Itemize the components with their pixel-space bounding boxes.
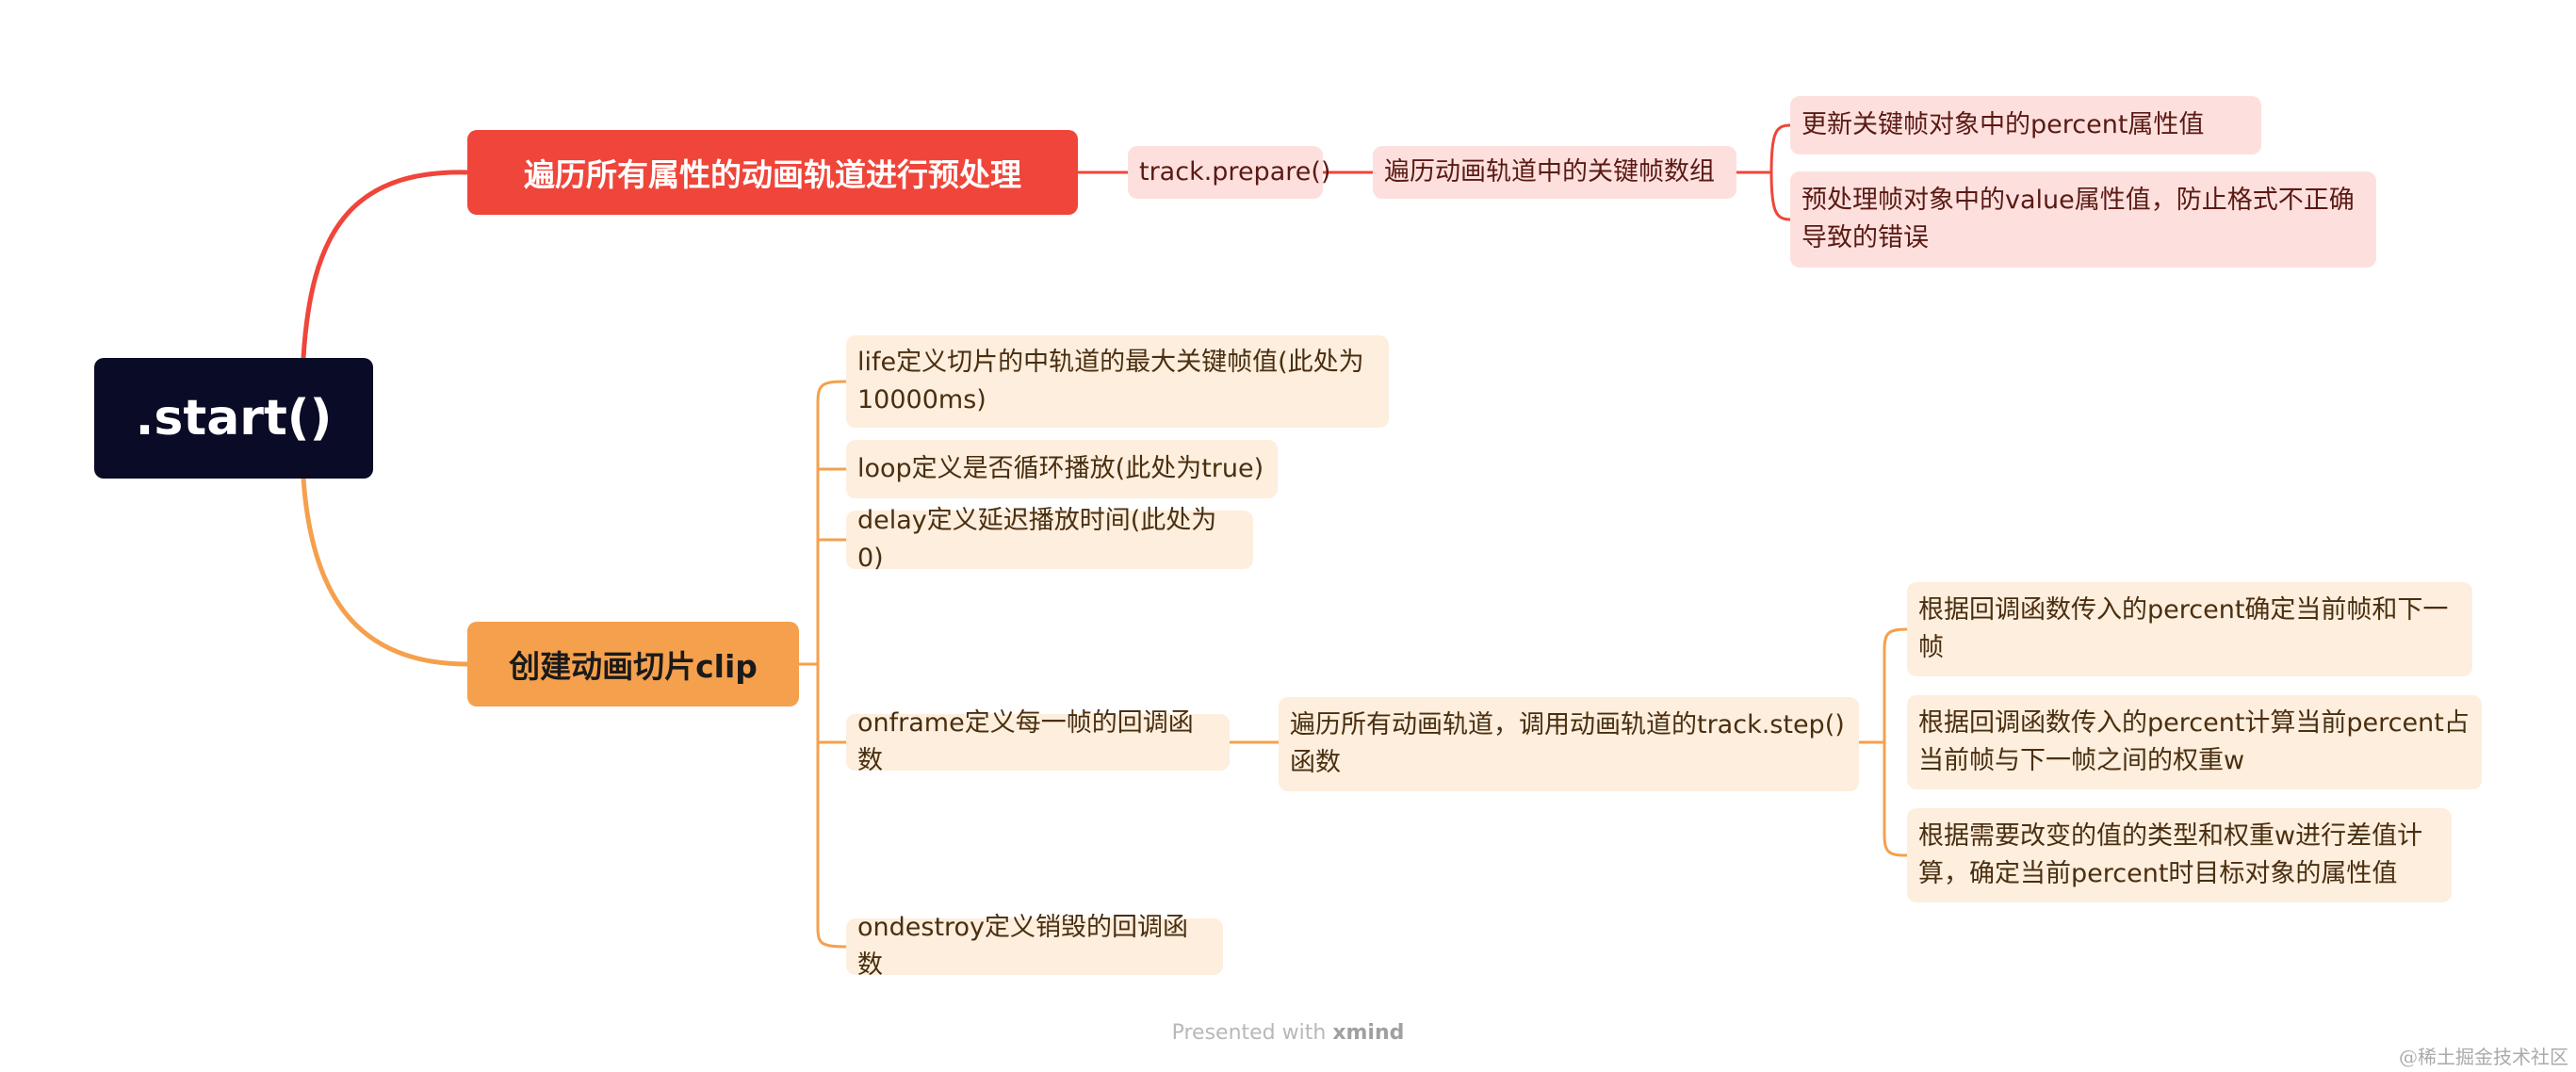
- root-node[interactable]: .start(): [94, 358, 373, 479]
- topic-delay-label: delay定义延迟播放时间(此处为0): [857, 506, 1217, 573]
- branch-preprocess-label: 遍历所有属性的动画轨道进行预处理: [524, 156, 1021, 193]
- topic-determine-frames[interactable]: 根据回调函数传入的percent确定当前帧和下一帧: [1907, 582, 2472, 676]
- presented-with-footer: Presented with xmind: [0, 1021, 2576, 1045]
- topic-compute-weight[interactable]: 根据回调函数传入的percent计算当前percent占当前帧与下一帧之间的权重…: [1907, 695, 2482, 789]
- topic-onframe[interactable]: onframe定义每一帧的回调函数: [846, 708, 1230, 775]
- topic-interpolate-label: 根据需要改变的值的类型和权重w进行差值计算，确定当前percent时目标对象的属…: [1918, 821, 2423, 888]
- topic-compute-weight-label: 根据回调函数传入的percent计算当前percent占当前帧与下一帧之间的权重…: [1918, 708, 2470, 775]
- topic-interpolate[interactable]: 根据需要改变的值的类型和权重w进行差值计算，确定当前percent时目标对象的属…: [1907, 808, 2452, 902]
- topic-delay[interactable]: delay定义延迟播放时间(此处为0): [846, 506, 1253, 573]
- topic-track-prepare[interactable]: track.prepare(): [1128, 146, 1330, 199]
- branch-preprocess[interactable]: 遍历所有属性的动画轨道进行预处理: [467, 130, 1078, 215]
- topic-iterate-keyframes-label: 遍历动画轨道中的关键帧数组: [1384, 157, 1715, 187]
- topic-iterate-tracks-step[interactable]: 遍历所有动画轨道，调用动画轨道的track.step()函数: [1279, 697, 1859, 791]
- branch-create-clip-label: 创建动画切片clip: [509, 648, 758, 685]
- footer-prefix: Presented with: [1171, 1021, 1327, 1045]
- topic-loop[interactable]: loop定义是否循环播放(此处为true): [846, 440, 1278, 498]
- topic-preprocess-value-label: 预处理帧对象中的value属性值，防止格式不正确导致的错误: [1802, 186, 2355, 252]
- topic-preprocess-value[interactable]: 预处理帧对象中的value属性值，防止格式不正确导致的错误: [1790, 171, 2376, 268]
- watermark: @稀土掘金技术社区: [2399, 1046, 2568, 1068]
- topic-update-percent-label: 更新关键帧对象中的percent属性值: [1802, 110, 2205, 139]
- topic-iterate-keyframes[interactable]: 遍历动画轨道中的关键帧数组: [1373, 146, 1736, 199]
- topic-ondestroy[interactable]: ondestroy定义销毁的回调函数: [846, 913, 1223, 980]
- topic-life[interactable]: life定义切片的中轨道的最大关键帧值(此处为10000ms): [846, 335, 1389, 428]
- topic-onframe-label: onframe定义每一帧的回调函数: [857, 708, 1194, 775]
- topic-loop-label: loop定义是否循环播放(此处为true): [857, 454, 1264, 483]
- topic-life-label: life定义切片的中轨道的最大关键帧值(此处为10000ms): [857, 348, 1364, 414]
- root-label: .start(): [135, 390, 333, 447]
- branch-create-clip[interactable]: 创建动画切片clip: [467, 622, 799, 707]
- topic-ondestroy-label: ondestroy定义销毁的回调函数: [857, 913, 1189, 980]
- topic-determine-frames-label: 根据回调函数传入的percent确定当前帧和下一帧: [1918, 595, 2449, 662]
- xmind-brand: xmind: [1332, 1021, 1405, 1045]
- topic-track-prepare-label: track.prepare(): [1139, 157, 1331, 187]
- topic-iterate-tracks-step-label: 遍历所有动画轨道，调用动画轨道的track.step()函数: [1290, 710, 1845, 777]
- topic-update-percent[interactable]: 更新关键帧对象中的percent属性值: [1790, 96, 2261, 154]
